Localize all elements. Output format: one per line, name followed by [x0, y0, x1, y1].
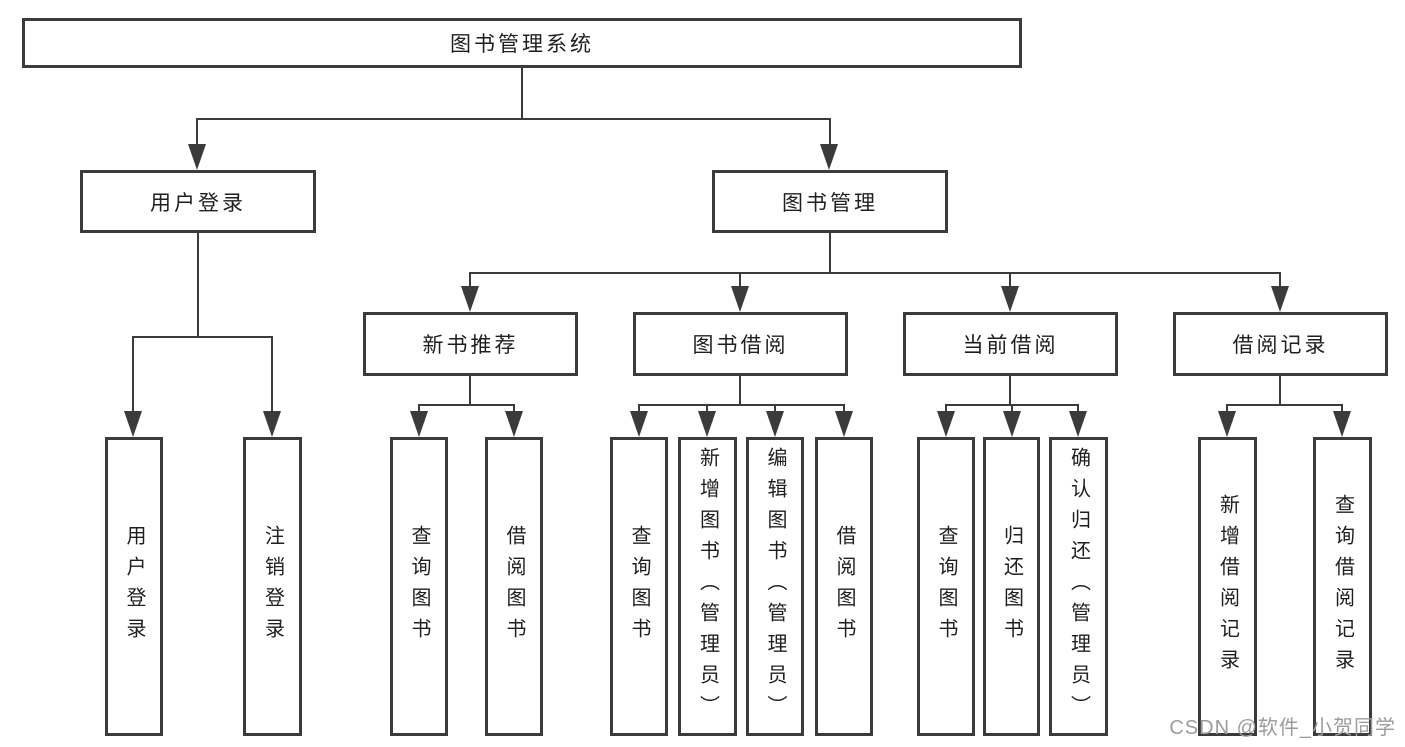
arrow-down-icon [698, 411, 716, 437]
node-book-management: 图书管理 [712, 170, 948, 233]
leaf-label: 新增借阅记录 [1216, 493, 1239, 680]
connector-vline [739, 376, 741, 406]
arrow-down-icon [937, 411, 955, 437]
connector-vline [638, 404, 640, 414]
arrow-down-icon [766, 411, 784, 437]
leaf-edit-book-admin: 编辑图书（管理员） [746, 437, 804, 736]
arrow-down-icon [630, 411, 648, 437]
csdn-watermark: CSDN @软件_小贺同学 [1169, 717, 1396, 739]
connector-vline [1009, 272, 1011, 290]
connector-hline [638, 404, 845, 406]
node-user-login: 用户登录 [80, 170, 316, 233]
leaf-label: 用户登录 [123, 524, 145, 649]
connector-vline [513, 404, 515, 414]
node-label: 新书推荐 [422, 334, 519, 357]
arrow-down-icon [1271, 286, 1289, 312]
leaf-label: 查询借阅记录 [1331, 493, 1354, 680]
connector-vline [843, 404, 845, 414]
node-label: 当前借阅 [962, 334, 1059, 357]
connector-vline [271, 336, 273, 414]
leaf-add-borrow-record: 新增借阅记录 [1198, 437, 1257, 736]
leaf-logout: 注销登录 [243, 437, 302, 736]
connector-hline [133, 336, 273, 338]
leaf-add-book-admin: 新增图书（管理员） [678, 437, 737, 736]
leaf-label: 注销登录 [261, 524, 284, 649]
leaf-label: 确认归还（管理员） [1067, 447, 1090, 726]
connector-vline [829, 233, 831, 274]
connector-vline [1279, 272, 1281, 290]
leaf-query-borrow-record: 查询借阅记录 [1313, 437, 1372, 736]
leaf-label: 归还图书 [1000, 524, 1023, 649]
leaf-label: 借阅图书 [833, 524, 855, 649]
connector-hline [418, 404, 515, 406]
node-book-borrowing: 图书借阅 [633, 312, 848, 376]
leaf-query-books-borrowing: 查询图书 [610, 437, 668, 736]
connector-vline [1009, 376, 1011, 406]
node-borrowing-records: 借阅记录 [1173, 312, 1388, 376]
node-current-borrowing: 当前借阅 [903, 312, 1118, 376]
node-label: 借阅记录 [1232, 334, 1329, 357]
node-label: 图书管理系统 [450, 33, 594, 56]
leaf-user-login: 用户登录 [105, 437, 163, 736]
connector-vline [1279, 376, 1281, 406]
leaf-query-books-current: 查询图书 [917, 437, 975, 736]
arrow-down-icon [1003, 411, 1021, 437]
connector-vline [945, 404, 947, 414]
node-root-book-management-system: 图书管理系统 [22, 18, 1022, 68]
connector-vline [196, 118, 198, 148]
connector-vline [469, 272, 471, 290]
arrow-down-icon [820, 144, 838, 170]
leaf-label: 查询图书 [628, 524, 650, 649]
connector-vline [418, 404, 420, 414]
arrow-down-icon [410, 411, 428, 437]
leaf-return-books: 归还图书 [983, 437, 1040, 736]
node-new-book-recommendation: 新书推荐 [363, 312, 578, 376]
arrow-down-icon [835, 411, 853, 437]
connector-vline [739, 272, 741, 290]
connector-hline [1226, 404, 1343, 406]
leaf-label: 新增图书（管理员） [696, 447, 719, 726]
connector-vline [521, 68, 523, 120]
connector-hline [197, 118, 831, 120]
connector-vline [706, 404, 708, 414]
connector-vline [197, 233, 199, 338]
arrow-down-icon [1069, 411, 1087, 437]
leaf-label: 查询图书 [408, 524, 430, 649]
connector-vline [132, 336, 134, 414]
node-label: 图书管理 [782, 191, 878, 215]
leaf-label: 编辑图书（管理员） [764, 447, 786, 726]
leaf-confirm-return-admin: 确认归还（管理员） [1049, 437, 1108, 736]
connector-vline [1341, 404, 1343, 414]
node-label: 用户登录 [150, 191, 246, 215]
connector-vline [1226, 404, 1228, 414]
arrow-down-icon [1218, 411, 1236, 437]
arrow-down-icon [731, 286, 749, 312]
arrow-down-icon [188, 144, 206, 170]
leaf-label: 借阅图书 [503, 524, 525, 649]
arrow-down-icon [1333, 411, 1351, 437]
arrow-down-icon [461, 286, 479, 312]
connector-vline [1011, 404, 1013, 414]
arrow-down-icon [505, 411, 523, 437]
leaf-borrow-books-borrowing: 借阅图书 [815, 437, 873, 736]
connector-hline [469, 272, 1281, 274]
leaf-label: 查询图书 [935, 524, 957, 649]
arrow-down-icon [124, 411, 142, 437]
connector-vline [469, 376, 471, 406]
connector-vline [774, 404, 776, 414]
arrow-down-icon [263, 411, 281, 437]
leaf-query-books-recommend: 查询图书 [390, 437, 448, 736]
connector-vline [1077, 404, 1079, 414]
arrow-down-icon [1001, 286, 1019, 312]
node-label: 图书借阅 [692, 334, 789, 357]
connector-vline [829, 118, 831, 148]
leaf-borrow-books-recommend: 借阅图书 [485, 437, 543, 736]
